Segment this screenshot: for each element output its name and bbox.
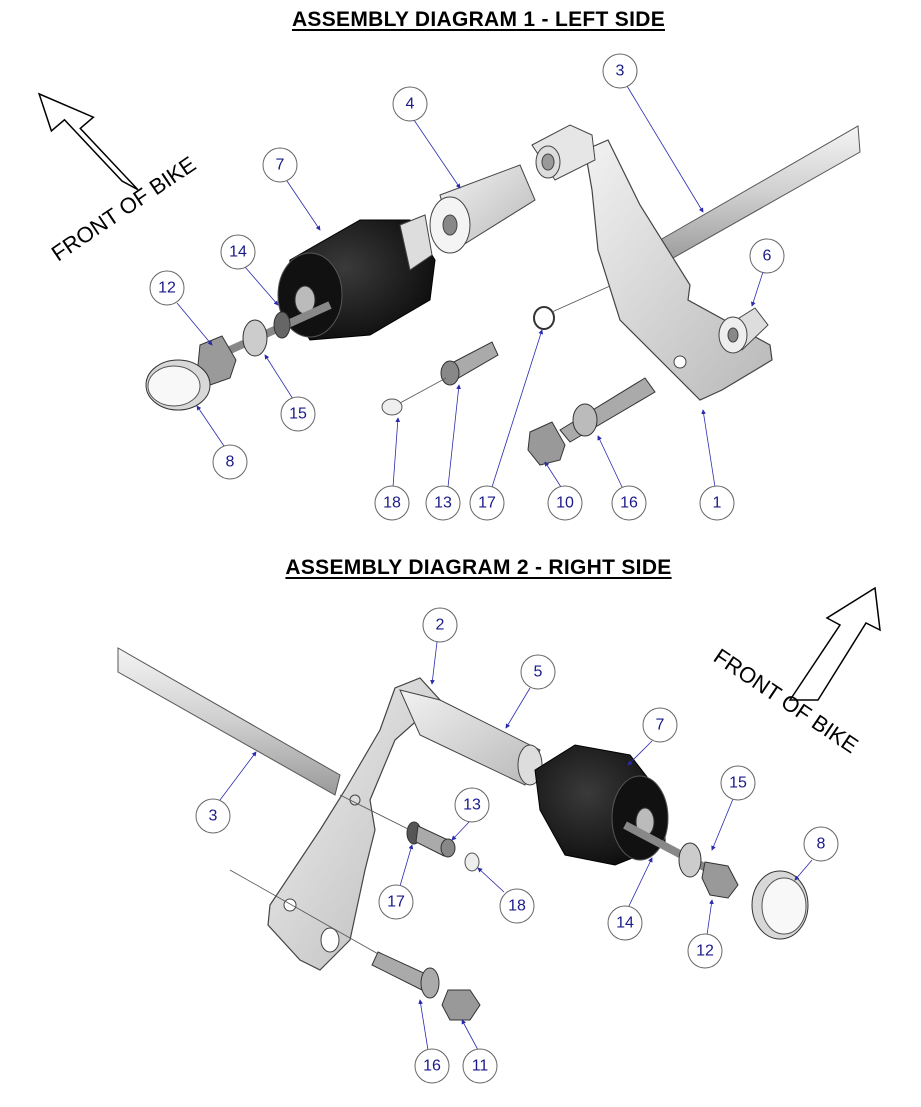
svg-text:18: 18 <box>383 495 401 512</box>
callout-12: 12 <box>149 270 185 306</box>
svg-text:17: 17 <box>387 894 405 911</box>
roller-7b <box>534 744 669 866</box>
svg-text:15: 15 <box>729 775 747 792</box>
spacer-6 <box>718 307 769 354</box>
bolt-10 <box>527 377 656 466</box>
svg-text:14: 14 <box>616 915 634 932</box>
diagram2: FRONT OF BIKE <box>117 586 881 1084</box>
callout-3b: 3 <box>195 798 231 834</box>
callout-1: 1 <box>699 485 735 521</box>
callout-17b: 17 <box>378 884 414 920</box>
screw-13 <box>381 285 611 416</box>
svg-text:12: 12 <box>696 943 714 960</box>
callout-7b: 7 <box>642 707 678 743</box>
front-arrow-2: FRONT OF BIKE <box>709 586 881 758</box>
svg-text:3: 3 <box>616 63 625 80</box>
axle-bolt-12b <box>623 821 739 899</box>
callout-5: 5 <box>520 654 556 690</box>
callout-8b: 8 <box>803 826 839 862</box>
bracket-1 <box>531 124 773 401</box>
front-arrow-1: FRONT OF BIKE <box>37 92 200 266</box>
diagram2-title: ASSEMBLY DIAGRAM 2 - RIGHT SIDE <box>285 556 672 579</box>
svg-text:16: 16 <box>423 1058 441 1075</box>
rod-3b <box>117 647 341 796</box>
callout-4: 4 <box>392 86 428 122</box>
callout-17: 17 <box>469 485 505 521</box>
callout-18: 18 <box>374 485 410 521</box>
svg-text:14: 14 <box>229 244 247 261</box>
callout-7: 7 <box>262 147 298 183</box>
svg-text:5: 5 <box>534 664 543 681</box>
callout-10: 10 <box>547 485 583 521</box>
screw-13b <box>339 794 480 872</box>
svg-text:10: 10 <box>556 495 574 512</box>
callout-16: 16 <box>611 485 647 521</box>
cap-8 <box>145 359 211 411</box>
callout-15b: 15 <box>720 765 756 801</box>
callout-14b: 14 <box>607 905 643 941</box>
callout-6: 6 <box>749 238 785 274</box>
svg-text:13: 13 <box>434 495 452 512</box>
callout-3: 3 <box>602 53 638 89</box>
svg-text:3: 3 <box>209 808 218 825</box>
svg-text:7: 7 <box>276 157 285 174</box>
cap-8b <box>751 870 809 940</box>
callout-11: 11 <box>462 1048 498 1084</box>
callout-12b: 12 <box>687 933 723 969</box>
svg-text:1: 1 <box>713 495 722 512</box>
callout-8: 8 <box>212 444 248 480</box>
spacer-5 <box>399 689 543 786</box>
diagram1-title: ASSEMBLY DIAGRAM 1 - LEFT SIDE <box>291 8 666 31</box>
svg-text:2: 2 <box>436 617 445 634</box>
svg-text:13: 13 <box>463 797 481 814</box>
callout-13b: 13 <box>454 787 490 823</box>
svg-text:12: 12 <box>158 280 176 297</box>
leaders-1 <box>176 85 764 488</box>
axle-bolt-12 <box>197 301 332 386</box>
svg-text:8: 8 <box>226 454 235 471</box>
svg-text:8: 8 <box>817 836 826 853</box>
front-label-1: FRONT OF BIKE <box>47 151 200 266</box>
diagram1: FRONT OF BIKE <box>37 53 861 521</box>
leaders-2 <box>219 641 813 1051</box>
spacer-4 <box>429 164 536 254</box>
svg-text:17: 17 <box>478 495 496 512</box>
callout-18b: 18 <box>499 888 535 924</box>
callout-14: 14 <box>220 234 256 270</box>
svg-text:15: 15 <box>289 406 307 423</box>
callout-16b: 16 <box>414 1048 450 1084</box>
svg-text:7: 7 <box>656 717 665 734</box>
svg-text:16: 16 <box>620 495 638 512</box>
callout-15: 15 <box>280 396 316 432</box>
bracket-2 <box>267 677 441 971</box>
bolt-11 <box>229 869 481 1021</box>
svg-text:11: 11 <box>472 1058 489 1075</box>
svg-text:18: 18 <box>508 898 526 915</box>
svg-text:4: 4 <box>406 96 415 113</box>
svg-text:6: 6 <box>763 248 772 265</box>
callout-2: 2 <box>422 607 458 643</box>
callout-13: 13 <box>425 485 461 521</box>
